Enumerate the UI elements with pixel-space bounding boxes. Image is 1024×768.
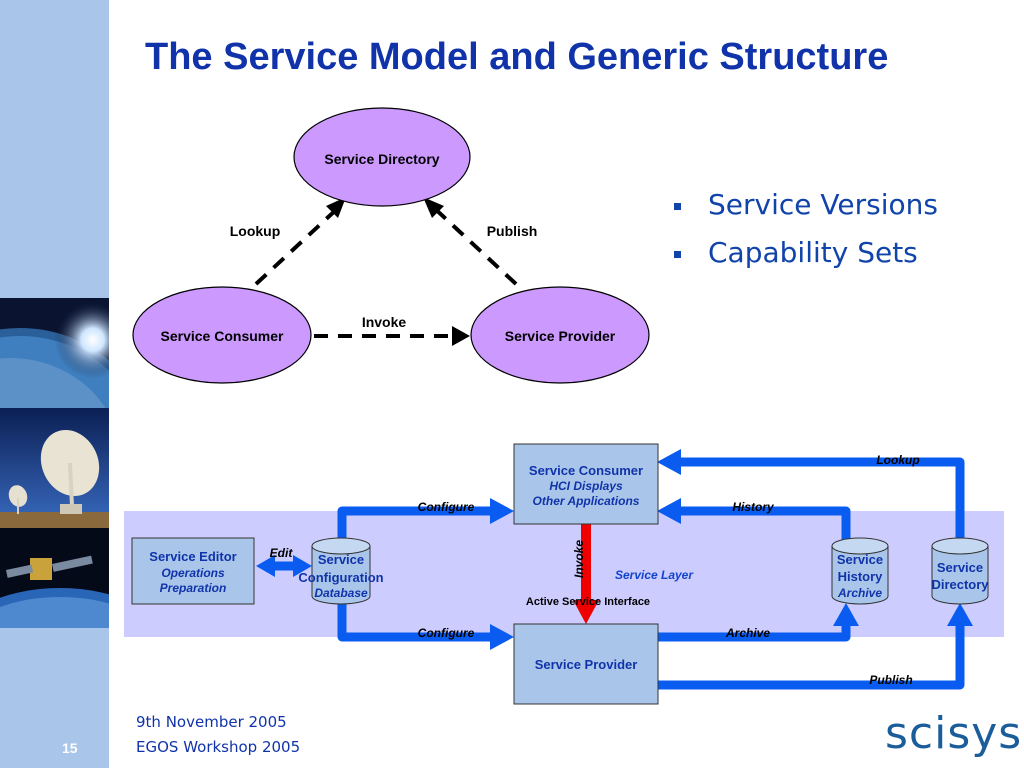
earth-from-space-image (0, 298, 109, 408)
history-connector (675, 506, 851, 540)
invoke-connector (581, 524, 591, 606)
directory-database-icon (931, 537, 989, 605)
archive-arrowhead-icon (833, 603, 859, 626)
lookup-connector-label: Lookup (876, 453, 919, 467)
publish-connector-label: Publish (869, 673, 912, 687)
bullet-list: Service Versions Capability Sets (670, 188, 938, 284)
configure-top-label: Configure (418, 500, 475, 514)
lookup-arrowhead-icon (326, 197, 346, 218)
configure-top-arrowhead-icon (490, 498, 514, 524)
consumer-box-sub1: HCI Displays (549, 479, 623, 493)
publish-arrowhead-icon (947, 603, 973, 626)
publish-arrow (430, 204, 518, 286)
edit-label: Edit (270, 546, 294, 560)
bullet-square-icon (674, 251, 681, 258)
directory-line1: Service (937, 560, 983, 575)
bullet-text: Service Versions (708, 188, 938, 221)
lookup-label: Lookup (230, 223, 281, 239)
bullet-text: Capability Sets (708, 236, 918, 269)
directory-line2: Directory (931, 577, 989, 592)
footer-event: EGOS Workshop 2005 (136, 738, 301, 756)
configure-top-connector (337, 506, 496, 540)
invoke-label: Invoke (362, 314, 407, 330)
configure-bottom-label: Configure (418, 626, 475, 640)
invoke-arrowhead-icon (452, 326, 470, 346)
publish-connector (658, 622, 965, 690)
footer-date: 9th November 2005 (136, 713, 287, 731)
service-directory-node (293, 107, 471, 207)
scisys-logo: scisys (885, 708, 1023, 759)
page-number: 15 (62, 740, 78, 756)
provider-box-title: Service Provider (535, 657, 638, 672)
archive-connector (658, 622, 851, 642)
bullet-item: Capability Sets (670, 236, 938, 284)
service-model-triangle: Service Directory Service Consumer Servi… (132, 107, 650, 384)
archive-connector-label: Archive (725, 626, 770, 640)
service-layer-label: Service Layer (615, 568, 694, 582)
configuration-line3: Database (314, 586, 368, 600)
configuration-database-icon (311, 537, 371, 605)
consumer-box-title: Service Consumer (529, 463, 643, 478)
configuration-line1: Service (318, 552, 364, 567)
history-archive-icon (831, 537, 889, 605)
satellite-over-earth-image (0, 528, 109, 628)
service-consumer-label: Service Consumer (161, 328, 284, 344)
invoke-arrowhead-icon (573, 600, 599, 624)
generic-structure-diagram: Service Consumer HCI Displays Other Appl… (124, 443, 1004, 705)
satellite-dish-image (0, 408, 109, 528)
service-provider-node (470, 286, 650, 384)
configuration-line2: Configuration (298, 570, 383, 585)
edit-left-arrowhead-icon (256, 555, 275, 577)
editor-box-title: Service Editor (149, 549, 236, 564)
slide-title: The Service Model and Generic Structure (145, 36, 889, 78)
publish-label: Publish (487, 223, 538, 239)
history-arrowhead-icon (657, 498, 681, 524)
editor-box-sub1: Operations (161, 566, 225, 580)
service-consumer-box (513, 443, 659, 525)
bullet-square-icon (674, 203, 681, 210)
lookup-arrow (254, 206, 340, 286)
lookup-arrowhead-icon (657, 449, 681, 475)
history-line1: Service (837, 552, 883, 567)
history-line3: Archive (837, 586, 882, 600)
configure-bottom-connector (337, 600, 496, 642)
service-consumer-node (132, 286, 312, 384)
configure-bottom-arrowhead-icon (490, 624, 514, 650)
history-line2: History (838, 569, 884, 584)
bullet-item: Service Versions (670, 188, 938, 236)
editor-box-sub2: Preparation (160, 581, 227, 595)
service-provider-label: Service Provider (505, 328, 616, 344)
lookup-connector (675, 457, 965, 540)
service-provider-box (513, 623, 659, 705)
service-editor-box (131, 537, 255, 605)
publish-arrowhead-icon (423, 197, 444, 218)
history-connector-label: History (732, 500, 775, 514)
service-directory-label: Service Directory (324, 151, 439, 167)
consumer-box-sub2: Other Applications (533, 494, 640, 508)
edit-right-arrowhead-icon (293, 555, 312, 577)
active-service-interface-label: Active Service Interface (526, 596, 650, 608)
invoke-vertical-label: Invoke (572, 540, 586, 578)
